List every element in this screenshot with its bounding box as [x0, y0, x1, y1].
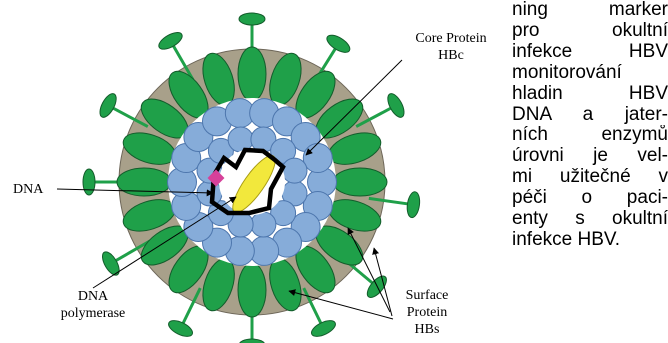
text-line: úrovni je vel- — [512, 146, 668, 167]
core-protein-hbc — [251, 212, 276, 237]
core-protein-hbc — [282, 158, 307, 183]
spike-knob — [99, 249, 122, 278]
spike-knob — [97, 91, 120, 120]
spike-knob — [324, 32, 352, 56]
text-line: enty s okultní — [512, 209, 668, 230]
dna-polymerase-label-line1: DNA — [48, 288, 138, 305]
spike-knob — [83, 169, 95, 195]
spike-knob — [239, 339, 265, 343]
surface-protein-hbs — [238, 263, 266, 317]
spike-knob — [156, 29, 185, 52]
text-line: monitorování — [512, 63, 668, 84]
surface-protein-label: Surface Protein HBs — [392, 287, 462, 338]
surface-protein-label-line2: Protein — [392, 304, 462, 321]
core-protein-label-line1: Core Protein — [398, 30, 504, 47]
spike-knob — [309, 317, 338, 339]
text-line: pro okultní — [512, 21, 668, 42]
text-line: péči o paci- — [512, 188, 668, 209]
surface-protein-label-line3: HBs — [392, 321, 462, 338]
core-protein-hbc — [303, 144, 332, 173]
spike-knob — [406, 191, 422, 218]
surface-protein-label-line1: Surface — [392, 287, 462, 304]
text-line: ning marker — [512, 0, 668, 21]
surface-protein-hbs — [333, 168, 387, 196]
spike-knob — [385, 91, 408, 120]
dna-polymerase-label: DNA polymerase — [48, 288, 138, 322]
text-line: DNA a jater- — [512, 105, 668, 126]
hbv-virus-diagram: Core Protein HBc DNA DNA polymerase Surf… — [0, 0, 505, 343]
core-protein-label-line2: HBc — [398, 47, 504, 64]
dna-label: DNA — [13, 181, 43, 198]
dna-polymerase-label-line2: polymerase — [48, 305, 138, 322]
spike-knob — [166, 317, 195, 339]
text-line: infekce HBV. — [512, 230, 668, 251]
text-line: ních enzymů — [512, 125, 668, 146]
body-text-column: ning marker pro okultní infekce HBV moni… — [512, 0, 668, 343]
text-line: hladin HBV — [512, 84, 668, 105]
text-line: infekce HBV — [512, 42, 668, 63]
text-line: mi užitečné v — [512, 167, 668, 188]
core-protein-label: Core Protein HBc — [398, 30, 504, 64]
spike-knob — [239, 13, 265, 25]
surface-protein-hbs — [238, 47, 266, 101]
